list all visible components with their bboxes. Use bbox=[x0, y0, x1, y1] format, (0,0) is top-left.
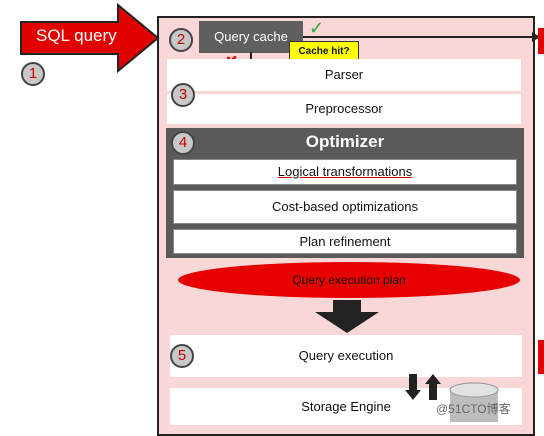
optimizer-step-logical: Logical transformations bbox=[173, 159, 517, 185]
parser-box: Parser bbox=[167, 59, 521, 91]
sql-query-label: SQL query bbox=[36, 26, 117, 45]
down-arrow-icon bbox=[315, 300, 379, 333]
execution-plan-ellipse: Query execution plan bbox=[178, 262, 520, 298]
cache-output-line bbox=[302, 28, 544, 54]
up-down-arrows-icon bbox=[405, 374, 441, 400]
step-badge-1: 1 bbox=[21, 62, 45, 86]
optimizer-step-cost: Cost-based optimizations bbox=[173, 190, 517, 224]
step-badge-5: 5 bbox=[170, 344, 194, 368]
watermark: @51CTO博客 bbox=[436, 402, 511, 416]
preprocessor-box: Preprocessor bbox=[167, 94, 521, 124]
optimizer-title: Optimizer bbox=[305, 132, 385, 151]
database-icon bbox=[449, 382, 499, 422]
query-cache-box: Query cache bbox=[199, 21, 303, 53]
red-side-mark bbox=[538, 340, 544, 374]
sql-query-arrow bbox=[20, 2, 160, 74]
step-badge-4: 4 bbox=[171, 131, 195, 155]
query-execution-box: Query execution bbox=[170, 335, 522, 377]
step-badge-2: 2 bbox=[169, 28, 193, 52]
check-mark-icon: ✓ bbox=[309, 18, 325, 38]
step-badge-3: 3 bbox=[171, 83, 195, 107]
optimizer-step-refinement: Plan refinement bbox=[173, 229, 517, 254]
